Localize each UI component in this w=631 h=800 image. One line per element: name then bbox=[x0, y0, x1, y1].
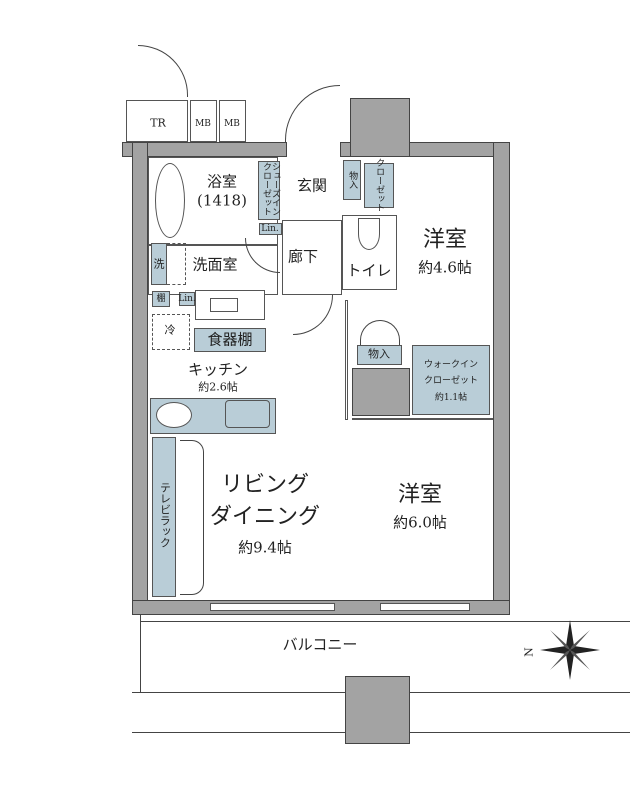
storage-entrance bbox=[343, 160, 361, 200]
mb-label-1: MB bbox=[195, 118, 211, 129]
mb-label-2: MB bbox=[224, 118, 240, 129]
storage-bedroom bbox=[357, 345, 402, 365]
door-swing-tr bbox=[138, 45, 188, 97]
mb-box-2 bbox=[219, 100, 246, 142]
partition-bedroom bbox=[352, 418, 493, 420]
window-living bbox=[210, 603, 335, 611]
shelf-label: 棚 bbox=[156, 293, 166, 304]
storage-entrance-label: 物入 bbox=[347, 171, 358, 189]
wic-label-1: ウォークイン bbox=[423, 359, 479, 370]
structural-column-top bbox=[350, 98, 410, 157]
shoe-closet-label: シューズインクローゼット bbox=[261, 162, 280, 216]
living-label: リビング bbox=[220, 472, 310, 498]
tv-rack-label: テレビラック bbox=[158, 482, 172, 548]
washroom-label: 洗面室 bbox=[192, 255, 238, 274]
linen-1 bbox=[259, 223, 282, 235]
structural-column-mid bbox=[352, 368, 410, 416]
stove-icon bbox=[156, 402, 192, 428]
closet-label: クローゼット bbox=[374, 158, 385, 212]
linen-2-label: Lin. bbox=[178, 293, 196, 304]
entrance-label: 玄関 bbox=[296, 176, 328, 195]
kitchen-label: キッチン bbox=[187, 360, 249, 379]
toilet-label: トイレ bbox=[346, 261, 392, 280]
mb-box-1 bbox=[190, 100, 217, 142]
sink bbox=[210, 298, 238, 312]
living-size: 約9.4帖 bbox=[238, 538, 292, 557]
bath-size: (1418) bbox=[197, 191, 247, 210]
balcony-left-edge bbox=[140, 615, 141, 693]
linen-2 bbox=[179, 292, 195, 306]
wic-label-2: クローゼット bbox=[423, 375, 479, 386]
kitchen-size: 約2.6帖 bbox=[198, 380, 238, 394]
shoe-closet bbox=[258, 161, 280, 220]
balcony-rail-top bbox=[140, 621, 630, 622]
wic-size: 約1.1帖 bbox=[434, 392, 468, 403]
partition-center bbox=[345, 300, 348, 420]
window-western2 bbox=[380, 603, 470, 611]
shelf bbox=[152, 291, 170, 307]
wall-top-left bbox=[122, 142, 287, 157]
cupboard-label: 食器棚 bbox=[207, 330, 253, 349]
door-swing-entrance bbox=[285, 85, 340, 142]
structural-column-balcony bbox=[345, 676, 410, 744]
corridor-label: 廊下 bbox=[287, 247, 319, 266]
western1-label: 洋室 bbox=[422, 227, 468, 253]
fridge-space bbox=[152, 314, 190, 350]
tv-rack bbox=[152, 437, 176, 597]
fridge-label: 冷 bbox=[164, 323, 176, 337]
door-swing-storage bbox=[360, 320, 400, 345]
washer-space bbox=[151, 243, 186, 285]
compass-icon bbox=[540, 620, 600, 680]
tr-label: TR bbox=[150, 116, 166, 130]
bath-label: 浴室 bbox=[206, 172, 238, 191]
linen-1-label: Lin. bbox=[261, 223, 279, 234]
wall-left bbox=[132, 142, 148, 615]
toilet-bowl bbox=[358, 218, 380, 250]
living-label-2: ダイニング bbox=[209, 504, 321, 530]
western2-size: 約6.0帖 bbox=[393, 513, 447, 532]
storage-bedroom-label: 物入 bbox=[368, 347, 390, 361]
compass-north-label: N bbox=[522, 647, 536, 657]
closet bbox=[364, 163, 394, 208]
corridor bbox=[282, 220, 342, 295]
tr-box bbox=[126, 100, 188, 142]
cupboard bbox=[194, 328, 266, 352]
western2-label: 洋室 bbox=[397, 482, 443, 508]
door-swing-living bbox=[293, 295, 333, 335]
western1-size: 約4.6帖 bbox=[418, 258, 472, 277]
balcony-label: バルコニー bbox=[282, 635, 358, 654]
door-swing-tv-rack bbox=[180, 440, 204, 595]
walk-in-closet bbox=[412, 345, 490, 415]
wall-right bbox=[493, 142, 510, 615]
kitchen-sink bbox=[225, 400, 270, 428]
washer-label: 洗 bbox=[153, 257, 165, 271]
bathtub bbox=[155, 163, 185, 238]
